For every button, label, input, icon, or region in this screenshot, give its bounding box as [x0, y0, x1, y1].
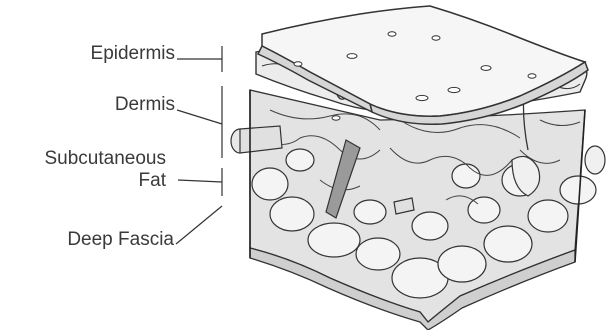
leader-subcutaneous — [178, 180, 222, 182]
pore — [448, 87, 460, 92]
fat-lobule — [252, 168, 288, 200]
vessel-horizontal — [240, 126, 282, 153]
fat-lobule — [270, 197, 314, 231]
fat-lobule — [484, 226, 532, 262]
pore — [347, 54, 357, 59]
leader-dermis — [177, 110, 222, 124]
pore — [416, 95, 428, 100]
fat-lobule — [356, 238, 400, 270]
pore — [332, 116, 340, 120]
leader-lines — [176, 46, 222, 244]
fat-lobule — [308, 223, 360, 257]
fat-lobule — [438, 246, 486, 282]
fat-lobule — [354, 200, 386, 224]
pore — [388, 32, 396, 36]
pore — [432, 36, 440, 40]
fat-lobule — [452, 164, 480, 188]
pore — [481, 66, 491, 71]
pore — [294, 62, 302, 66]
fat-lobule — [560, 176, 596, 204]
fat-lobule — [286, 149, 314, 171]
fat-lobule — [528, 200, 568, 232]
pore — [528, 74, 536, 78]
fat-lobule — [468, 197, 500, 223]
fat-lobule — [412, 212, 448, 240]
vessel-tip — [585, 146, 605, 174]
leader-fascia — [176, 206, 222, 244]
